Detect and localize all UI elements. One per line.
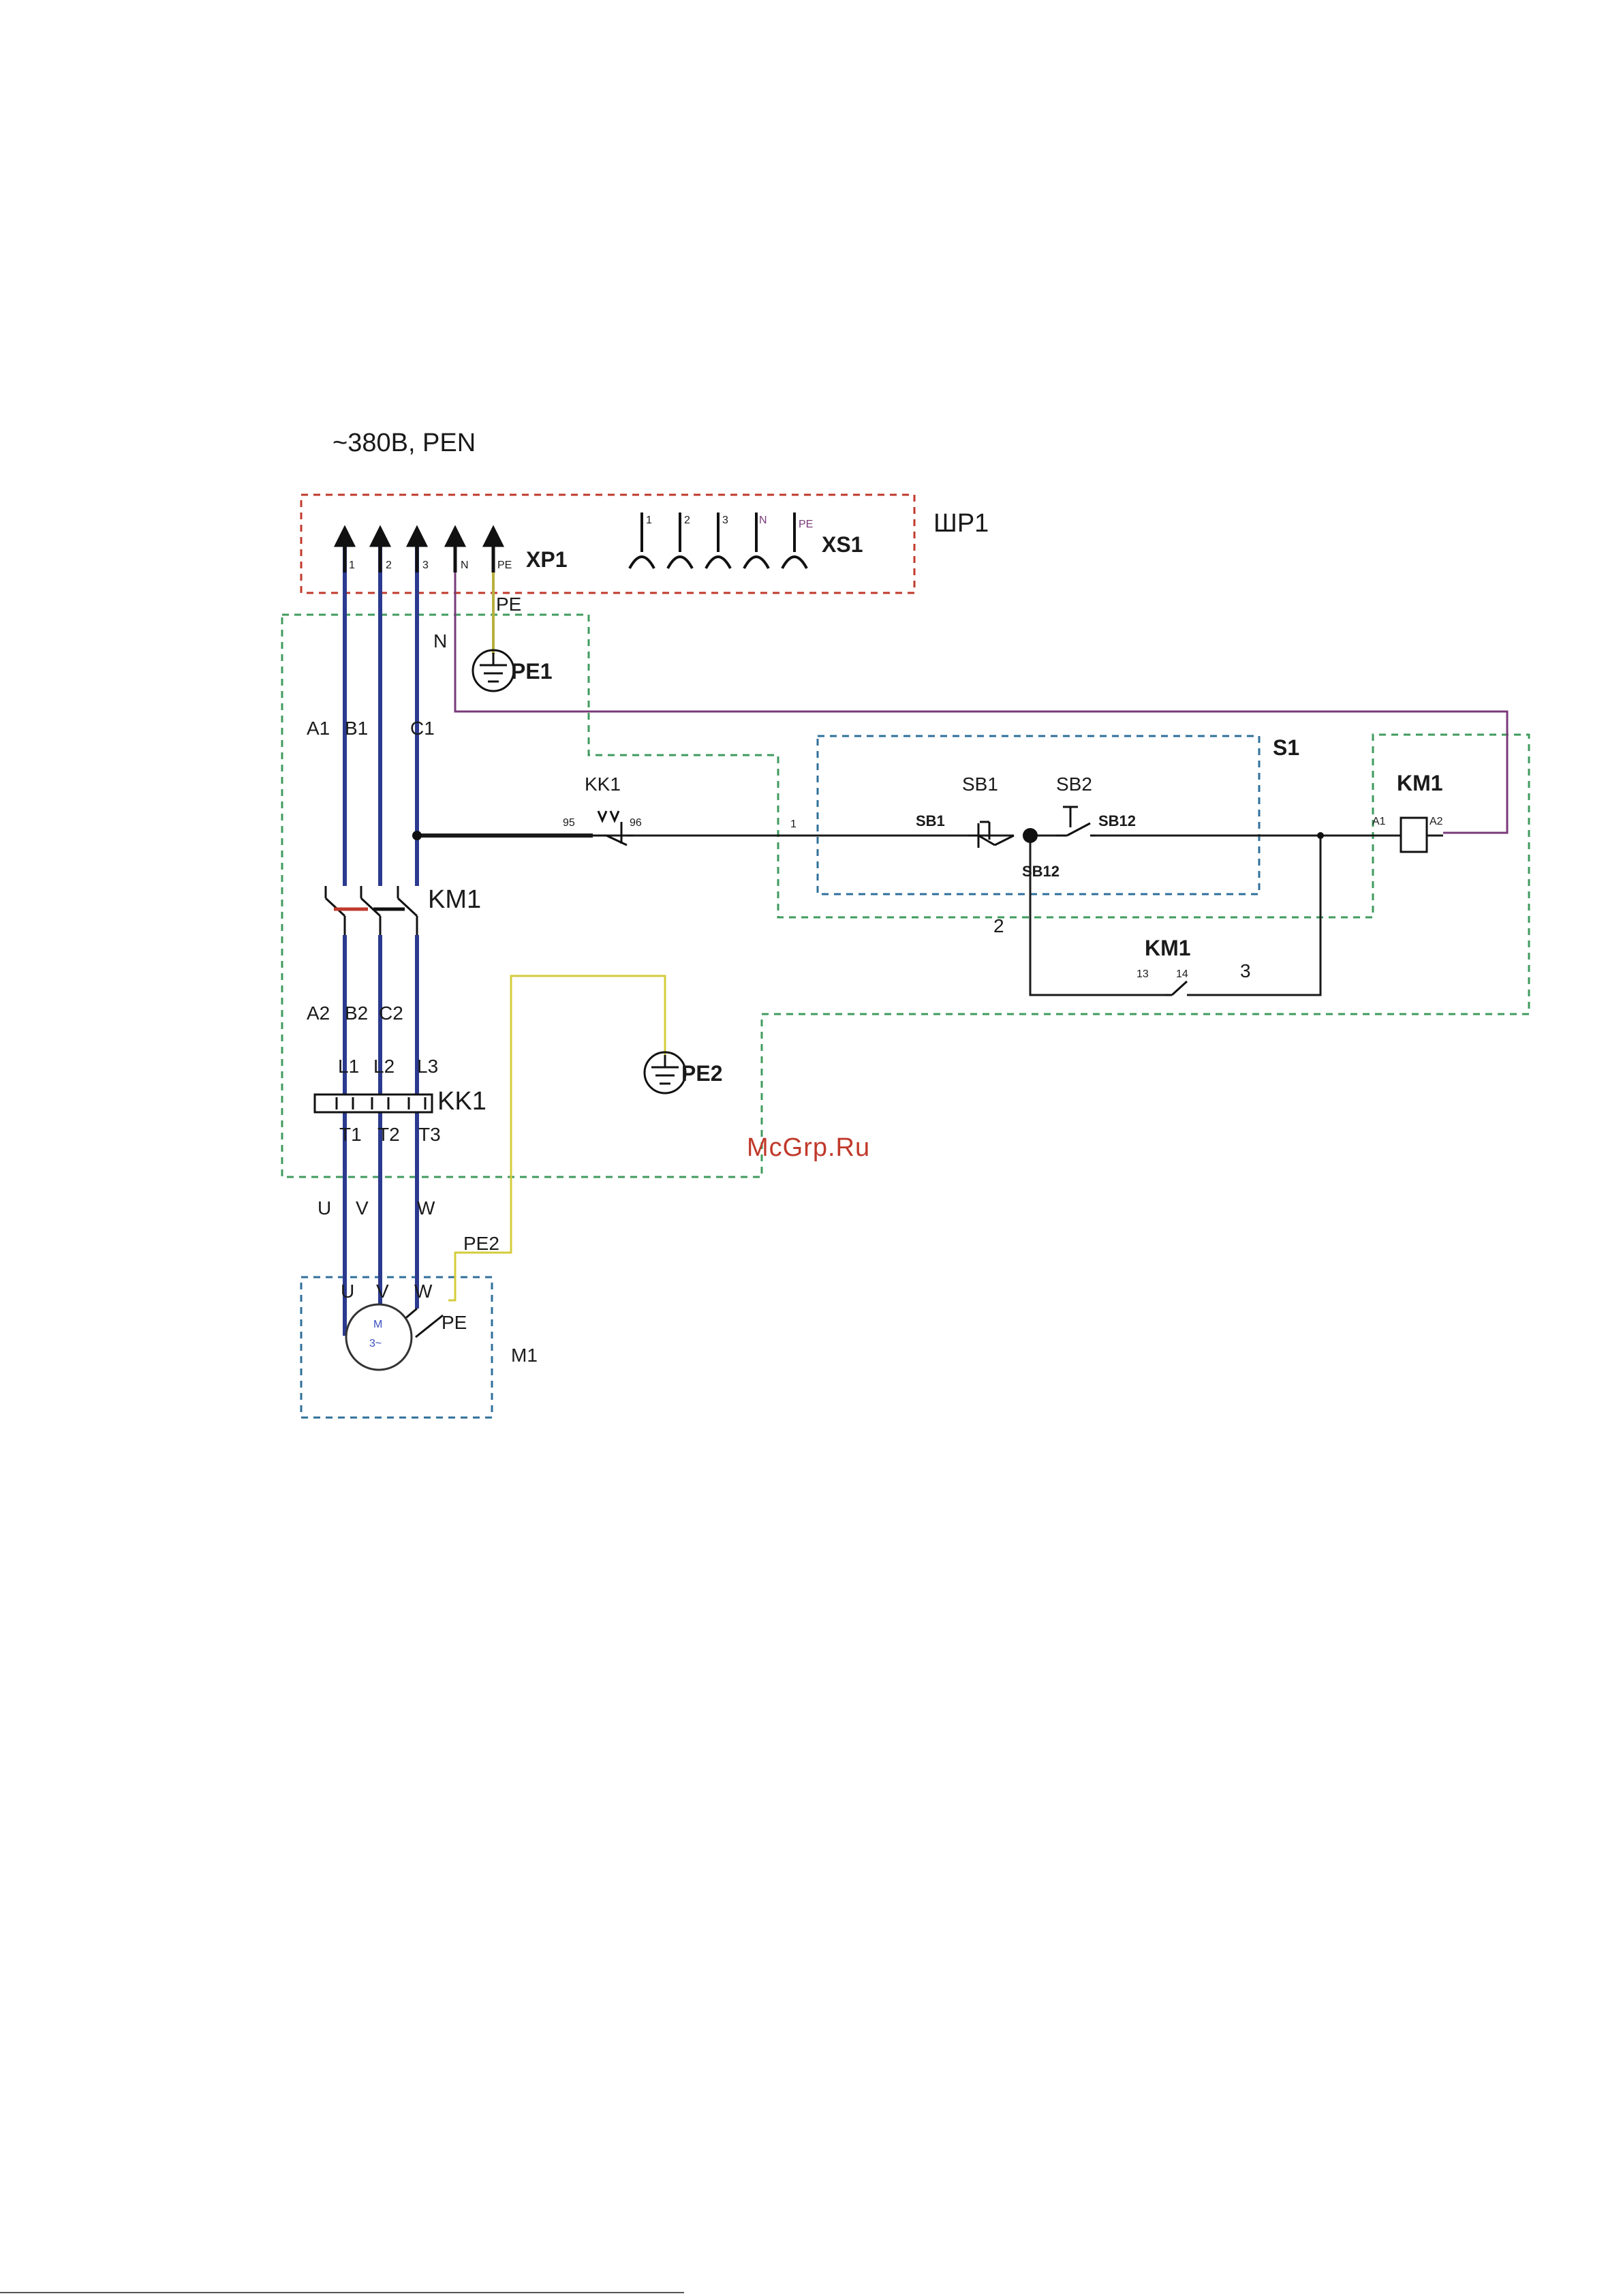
s1-label: S1 — [1273, 735, 1299, 760]
km1-coil-a1: A1 — [1372, 816, 1386, 827]
xs1-pin-n: N — [759, 515, 767, 526]
control-wires — [417, 836, 1443, 995]
pe1-label: PE1 — [511, 659, 552, 684]
sb1-pin-label: SB1 — [916, 812, 945, 829]
motor-icon — [346, 1304, 412, 1370]
km1-aux-label: KM1 — [1145, 936, 1191, 960]
xp1-pin-3: 3 — [422, 560, 429, 571]
shr1-label: ШР1 — [933, 509, 989, 538]
kk1-contact — [593, 811, 634, 845]
km1-aux-13: 13 — [1137, 968, 1149, 980]
wire-t1-label: T1 — [339, 1124, 362, 1145]
xp1-pin-n: N — [461, 560, 469, 571]
motor-v-label: V — [376, 1281, 389, 1302]
kk1-contact-label: KK1 — [585, 774, 621, 795]
wire-t3-label: T3 — [418, 1124, 441, 1145]
xs1-pin-pe: PE — [799, 519, 813, 530]
wire-v-label: V — [356, 1197, 369, 1219]
sb2-button-icon[interactable] — [1056, 807, 1096, 836]
sb1-label: SB1 — [962, 774, 998, 795]
wire-l1-label: L1 — [338, 1056, 359, 1077]
net-1-label: 1 — [790, 818, 797, 830]
wire-b2-label: B2 — [345, 1002, 368, 1024]
sb2-label: SB2 — [1056, 774, 1092, 795]
junction-c1 — [412, 831, 422, 840]
wire-l2-label: L2 — [373, 1056, 395, 1077]
km1-coil-label: KM1 — [1397, 771, 1443, 795]
pe2-label: PE2 — [681, 1061, 722, 1086]
kk1-pin-96: 96 — [630, 817, 642, 829]
xs1-pin-1: 1 — [646, 515, 652, 526]
motor-pe-label: PE — [442, 1312, 467, 1333]
motor-u-label: U — [341, 1281, 354, 1302]
wire-b1-label: B1 — [345, 718, 368, 739]
sb12-label-a: SB12 — [1098, 812, 1136, 829]
junction-sb — [1023, 828, 1038, 843]
wire-w-label: W — [417, 1197, 435, 1219]
xs1-label: XS1 — [822, 532, 863, 557]
motor-w-label: W — [414, 1281, 433, 1302]
ground-icon — [645, 1052, 685, 1093]
kk1-relay-label: KK1 — [437, 1087, 486, 1116]
km1-aux-contact — [1165, 981, 1187, 995]
xs1-pin-2: 2 — [684, 515, 690, 526]
wire-a2-label: A2 — [307, 1002, 330, 1024]
xp1-pin-pe: PE — [497, 560, 512, 571]
n-wire-label: N — [433, 630, 447, 652]
kk1-pin-95: 95 — [563, 817, 575, 829]
xp1-pin-1: 1 — [349, 560, 355, 571]
wire-c2-label: C2 — [379, 1002, 403, 1024]
wire-c1-label: C1 — [410, 718, 435, 739]
kk1-thermal-relay — [315, 1095, 432, 1112]
watermark: McGrp.Ru — [747, 1133, 870, 1162]
net-2-label: 2 — [993, 915, 1004, 936]
wire-u-label: U — [318, 1197, 331, 1219]
xp1-label: XP1 — [526, 547, 567, 572]
net-3-label: 3 — [1240, 960, 1251, 981]
km1-coil-icon — [1401, 818, 1427, 852]
wire-t2-label: T2 — [377, 1124, 400, 1145]
pe2-wire-label: PE2 — [463, 1233, 499, 1254]
xp1-pin-2: 2 — [386, 560, 392, 571]
xs1-pin-3: 3 — [722, 515, 728, 526]
wire-l3-label: L3 — [417, 1056, 438, 1077]
m1-label: M1 — [511, 1345, 538, 1366]
motor-symbol-3ph: 3~ — [369, 1338, 382, 1349]
km1-aux-14: 14 — [1176, 968, 1188, 980]
junction-right — [1317, 832, 1324, 839]
socket-xs1 — [630, 512, 807, 568]
pe-wire-label: PE — [496, 594, 521, 615]
km1-coil-a2: A2 — [1429, 816, 1443, 827]
sb12-label-b: SB12 — [1022, 863, 1060, 880]
motor-symbol-m: M — [373, 1319, 382, 1330]
ground-icon — [473, 650, 514, 691]
wire-a1-label: A1 — [307, 718, 330, 739]
supply-label: ~380В, PEN — [333, 429, 476, 457]
km1-main-label: KM1 — [428, 885, 481, 914]
